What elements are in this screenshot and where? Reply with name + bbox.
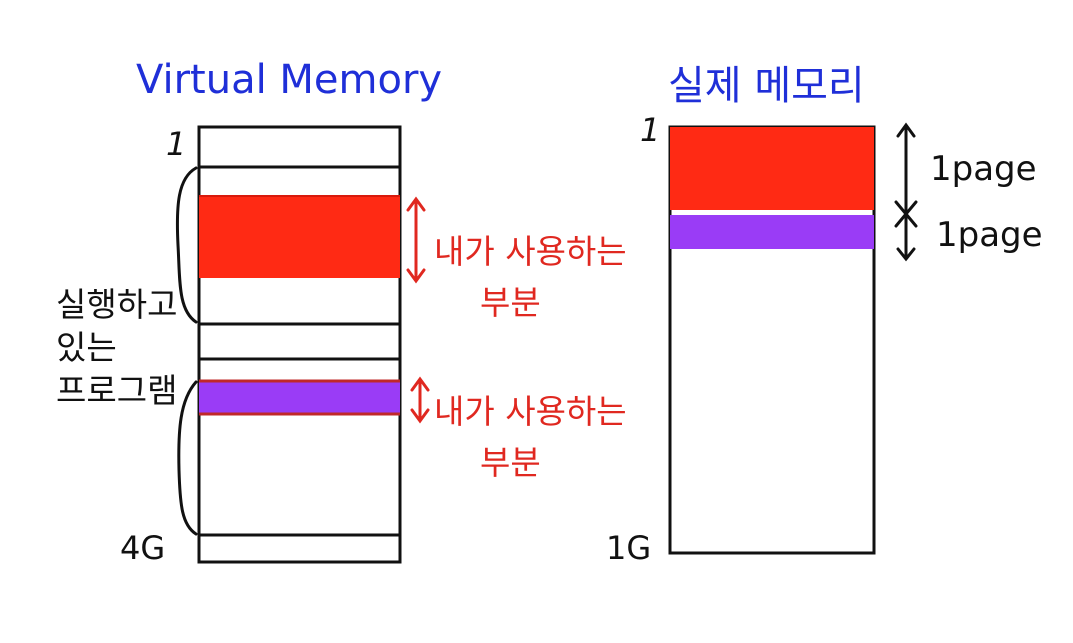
virtual-top-address: 1 [166,125,187,163]
virtual-purple-block [199,381,400,414]
page-label-2: 1page [936,215,1043,255]
page-arrow-1 [894,122,918,217]
program-brace-top [175,166,198,324]
running-program-line-1: 실행하고 [56,285,178,324]
used-part-label-top: 내가 사용하는 부분 [434,226,627,328]
virtual-bottom-address: 4G [120,529,166,567]
physical-memory-title: 실제 메모리 [668,63,865,109]
red-arrow-top [406,196,426,284]
virtual-memory-outline [197,125,402,564]
used-part-label-bottom: 내가 사용하는 부분 [434,386,627,488]
physical-red-page [670,127,874,210]
running-program-line-2: 있는 [56,327,117,367]
page-arrow-2 [894,211,918,262]
used-part-bottom-line-2: 부분 [480,443,541,483]
running-program-label: 실행하고 있는 프로그램 [56,284,177,413]
used-part-top-line-2: 부분 [480,283,541,323]
red-arrow-bottom [410,376,430,424]
physical-purple-page [670,215,874,249]
used-part-bottom-line-1: 내가 사용하는 [434,392,627,431]
virtual-memory-column [197,125,402,564]
physical-memory-column [668,125,876,555]
running-program-line-3: 프로그램 [56,370,178,410]
physical-top-address: 1 [640,111,661,149]
used-part-top-line-1: 내가 사용하는 [434,232,627,271]
program-brace-bottom [177,380,198,536]
virtual-red-block [199,196,400,278]
virtual-memory-title: Virtual Memory [136,57,443,103]
page-label-1: 1page [930,149,1037,189]
physical-bottom-address: 1G [606,529,652,567]
